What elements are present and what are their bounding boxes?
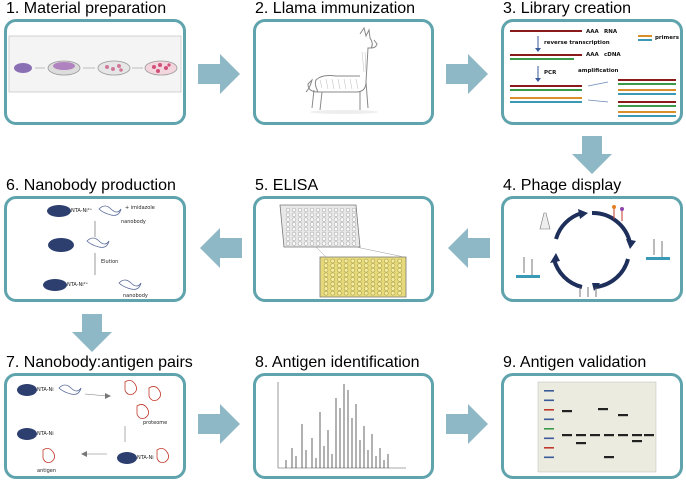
phage-display-cycle <box>516 205 670 297</box>
step-8-title: 8. Antigen identification <box>255 354 420 371</box>
elisa-panel <box>253 196 434 302</box>
nanobody-antigen-pairs-panel: NTA-Ni proteome NTA-Ni antigen NTA-Ni <box>4 373 186 479</box>
arrow-down-2 <box>72 314 112 352</box>
step-6-title: 6. Nanobody production <box>6 177 176 194</box>
antigen-identification-panel <box>253 373 434 479</box>
llama-immunization-panel <box>253 19 434 125</box>
library-creation-panel: AAA RNA reverse transcription AAA cDNA P… <box>501 19 683 125</box>
arrow-right-3 <box>198 404 240 444</box>
arrow-left-1 <box>200 228 242 268</box>
step-4-title: 4. Phage display <box>503 177 622 194</box>
step-2-title: 2. Llama immunization <box>255 0 416 17</box>
svg-text:antigen: antigen <box>37 468 56 474</box>
svg-text:primers: primers <box>655 35 680 41</box>
step-1-title: 1. Material preparation <box>6 0 167 17</box>
svg-text:NTA-Ni²⁺: NTA-Ni²⁺ <box>67 282 89 288</box>
svg-text:Elution: Elution <box>101 259 118 265</box>
arrow-right-1 <box>198 54 240 94</box>
library-diagram: AAA RNA reverse transcription AAA cDNA P… <box>510 29 680 117</box>
step-5-title: 5. ELISA <box>255 177 319 194</box>
arrow-right-2 <box>446 54 488 94</box>
svg-text:proteome: proteome <box>143 420 167 426</box>
svg-text:nanobody: nanobody <box>123 293 148 299</box>
svg-text:cDNA: cDNA <box>604 52 621 58</box>
phage-display-panel <box>501 196 683 302</box>
llama-icon <box>305 26 378 114</box>
svg-text:AAA: AAA <box>586 52 600 58</box>
arrow-right-4 <box>446 404 488 444</box>
tissue-icon <box>14 63 32 73</box>
svg-text:NTA-Ni: NTA-Ni <box>37 431 54 437</box>
step-7-title: 7. Nanobody:antigen pairs <box>6 354 193 371</box>
step-9-title: 9. Antigen validation <box>503 354 647 371</box>
nanobody-production-panel: NTA-Ni²⁺ + imidazole nanobody Elution NT… <box>4 196 186 302</box>
petri-dishes-illustration <box>8 35 182 93</box>
arrow-down-1 <box>572 136 612 174</box>
svg-text:NTA-Ni: NTA-Ni <box>37 387 54 393</box>
svg-text:+ imidazole: + imidazole <box>125 205 155 211</box>
svg-text:nanobody: nanobody <box>121 219 146 225</box>
elisa-plates-illustration <box>279 204 407 298</box>
arrow-left-2 <box>448 228 490 268</box>
svg-text:RNA: RNA <box>604 29 618 35</box>
material-preparation-panel <box>4 19 186 125</box>
svg-text:amplification: amplification <box>578 68 618 74</box>
svg-text:PCR: PCR <box>544 70 557 76</box>
step-3-title: 3. Library creation <box>503 0 632 17</box>
western-blot-gel <box>537 381 657 473</box>
antigen-validation-panel <box>501 373 683 479</box>
svg-text:reverse transcription: reverse transcription <box>544 40 610 46</box>
pairs-diagram: NTA-Ni proteome NTA-Ni antigen NTA-Ni <box>17 380 169 474</box>
svg-text:NTA-Ni: NTA-Ni <box>137 455 154 461</box>
svg-text:AAA: AAA <box>586 29 600 35</box>
svg-text:NTA-Ni²⁺: NTA-Ni²⁺ <box>71 208 93 214</box>
production-diagram: NTA-Ni²⁺ + imidazole nanobody Elution NT… <box>43 205 155 299</box>
mass-spectrum <box>277 382 406 469</box>
